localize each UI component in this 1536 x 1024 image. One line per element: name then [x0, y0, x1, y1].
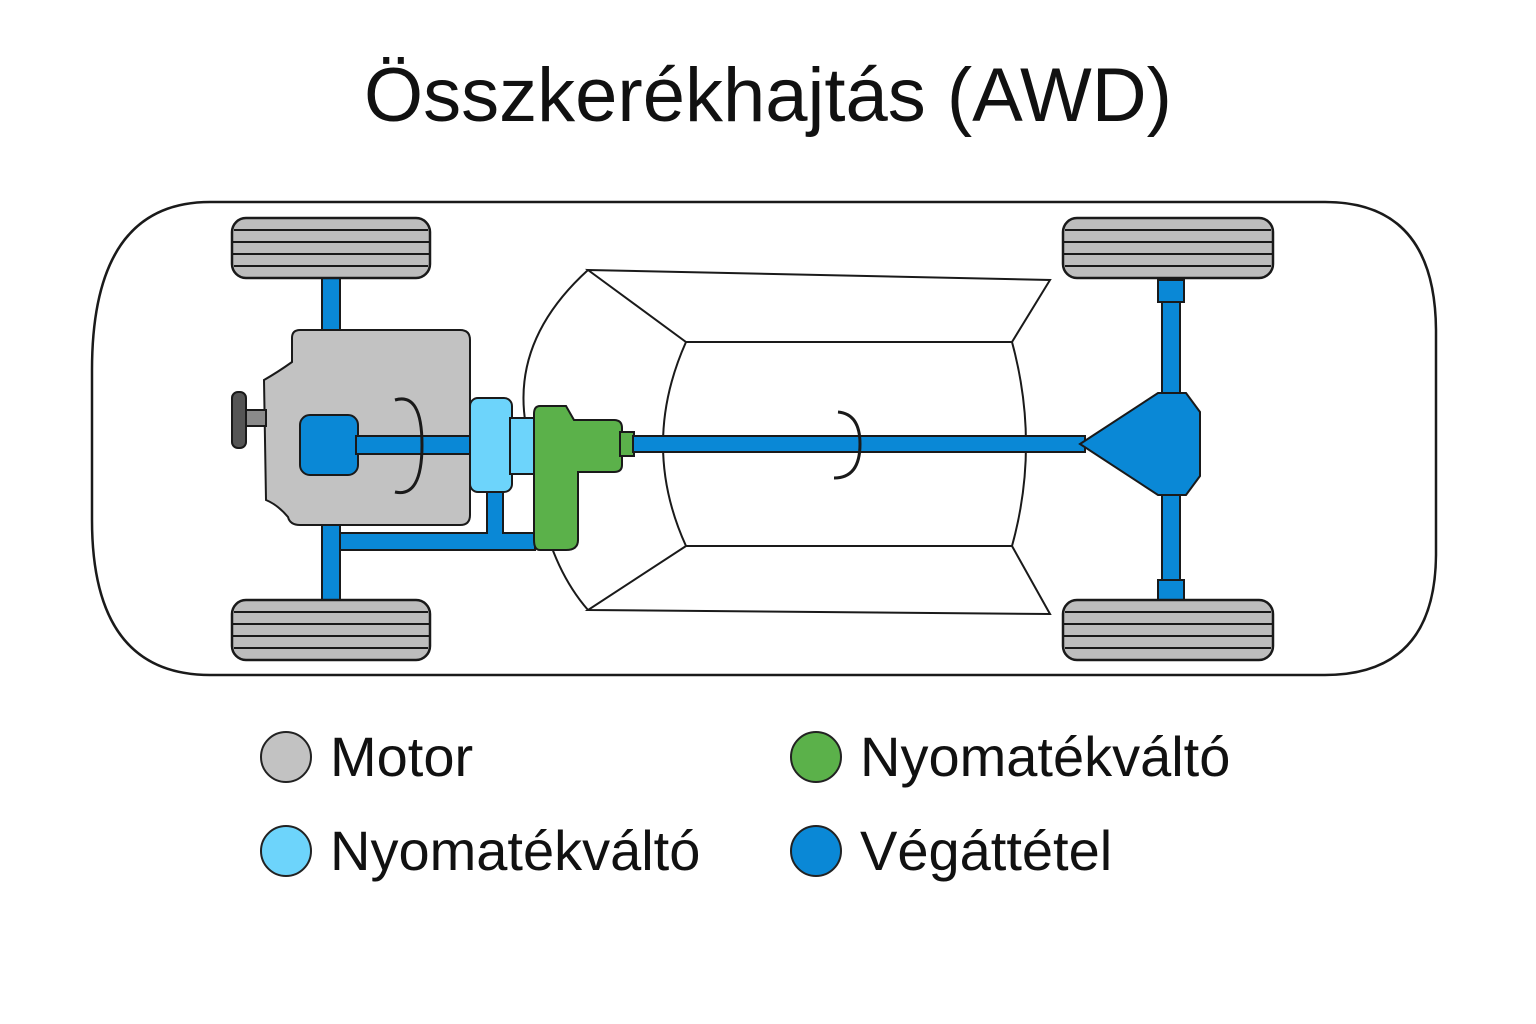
legend: Motor Nyomatékváltó Nyomatékváltó Végátt… [0, 718, 1536, 918]
tire-front-left [230, 216, 432, 280]
transfer-case-output [619, 431, 635, 457]
rear-axle-joint-top [1157, 279, 1185, 303]
tire-rear-right [1061, 598, 1275, 662]
tire-rear-left [1061, 216, 1275, 280]
front-drive-return-shaft [339, 491, 536, 551]
legend-item-engine: Motor [260, 724, 473, 789]
engine-rotation-arrow [394, 397, 424, 495]
legend-item-transmission: Nyomatékváltó [260, 818, 700, 883]
front-differential [299, 414, 359, 476]
legend-label-engine: Motor [330, 725, 474, 788]
legend-swatch-transfer-case [790, 730, 842, 783]
legend-item-final-drive: Végáttétel [790, 818, 1112, 883]
engine-block [262, 329, 471, 526]
legend-label-transmission: Nyomatékváltó [330, 819, 701, 882]
shaft-rotation-arrow [833, 410, 862, 480]
front-output-shaft [355, 435, 473, 455]
legend-label-final-drive: Végáttétel [860, 819, 1113, 882]
rear-differential [1078, 392, 1201, 496]
legend-swatch-engine [260, 730, 312, 783]
rear-axle-joint-bottom [1157, 579, 1185, 603]
car-body-outline [90, 200, 1438, 677]
legend-swatch-final-drive [790, 824, 842, 877]
tire-front-right [230, 598, 432, 662]
diagram-title: Összkerékhajtás (AWD) [364, 53, 1172, 138]
engine-pulley [231, 391, 247, 449]
legend-label-transfer-case: Nyomatékváltó [860, 725, 1231, 788]
legend-item-transfer-case: Nyomatékváltó [790, 724, 1230, 789]
transfer-case [533, 405, 623, 551]
transmission-main [469, 397, 513, 493]
legend-swatch-transmission [260, 824, 312, 877]
